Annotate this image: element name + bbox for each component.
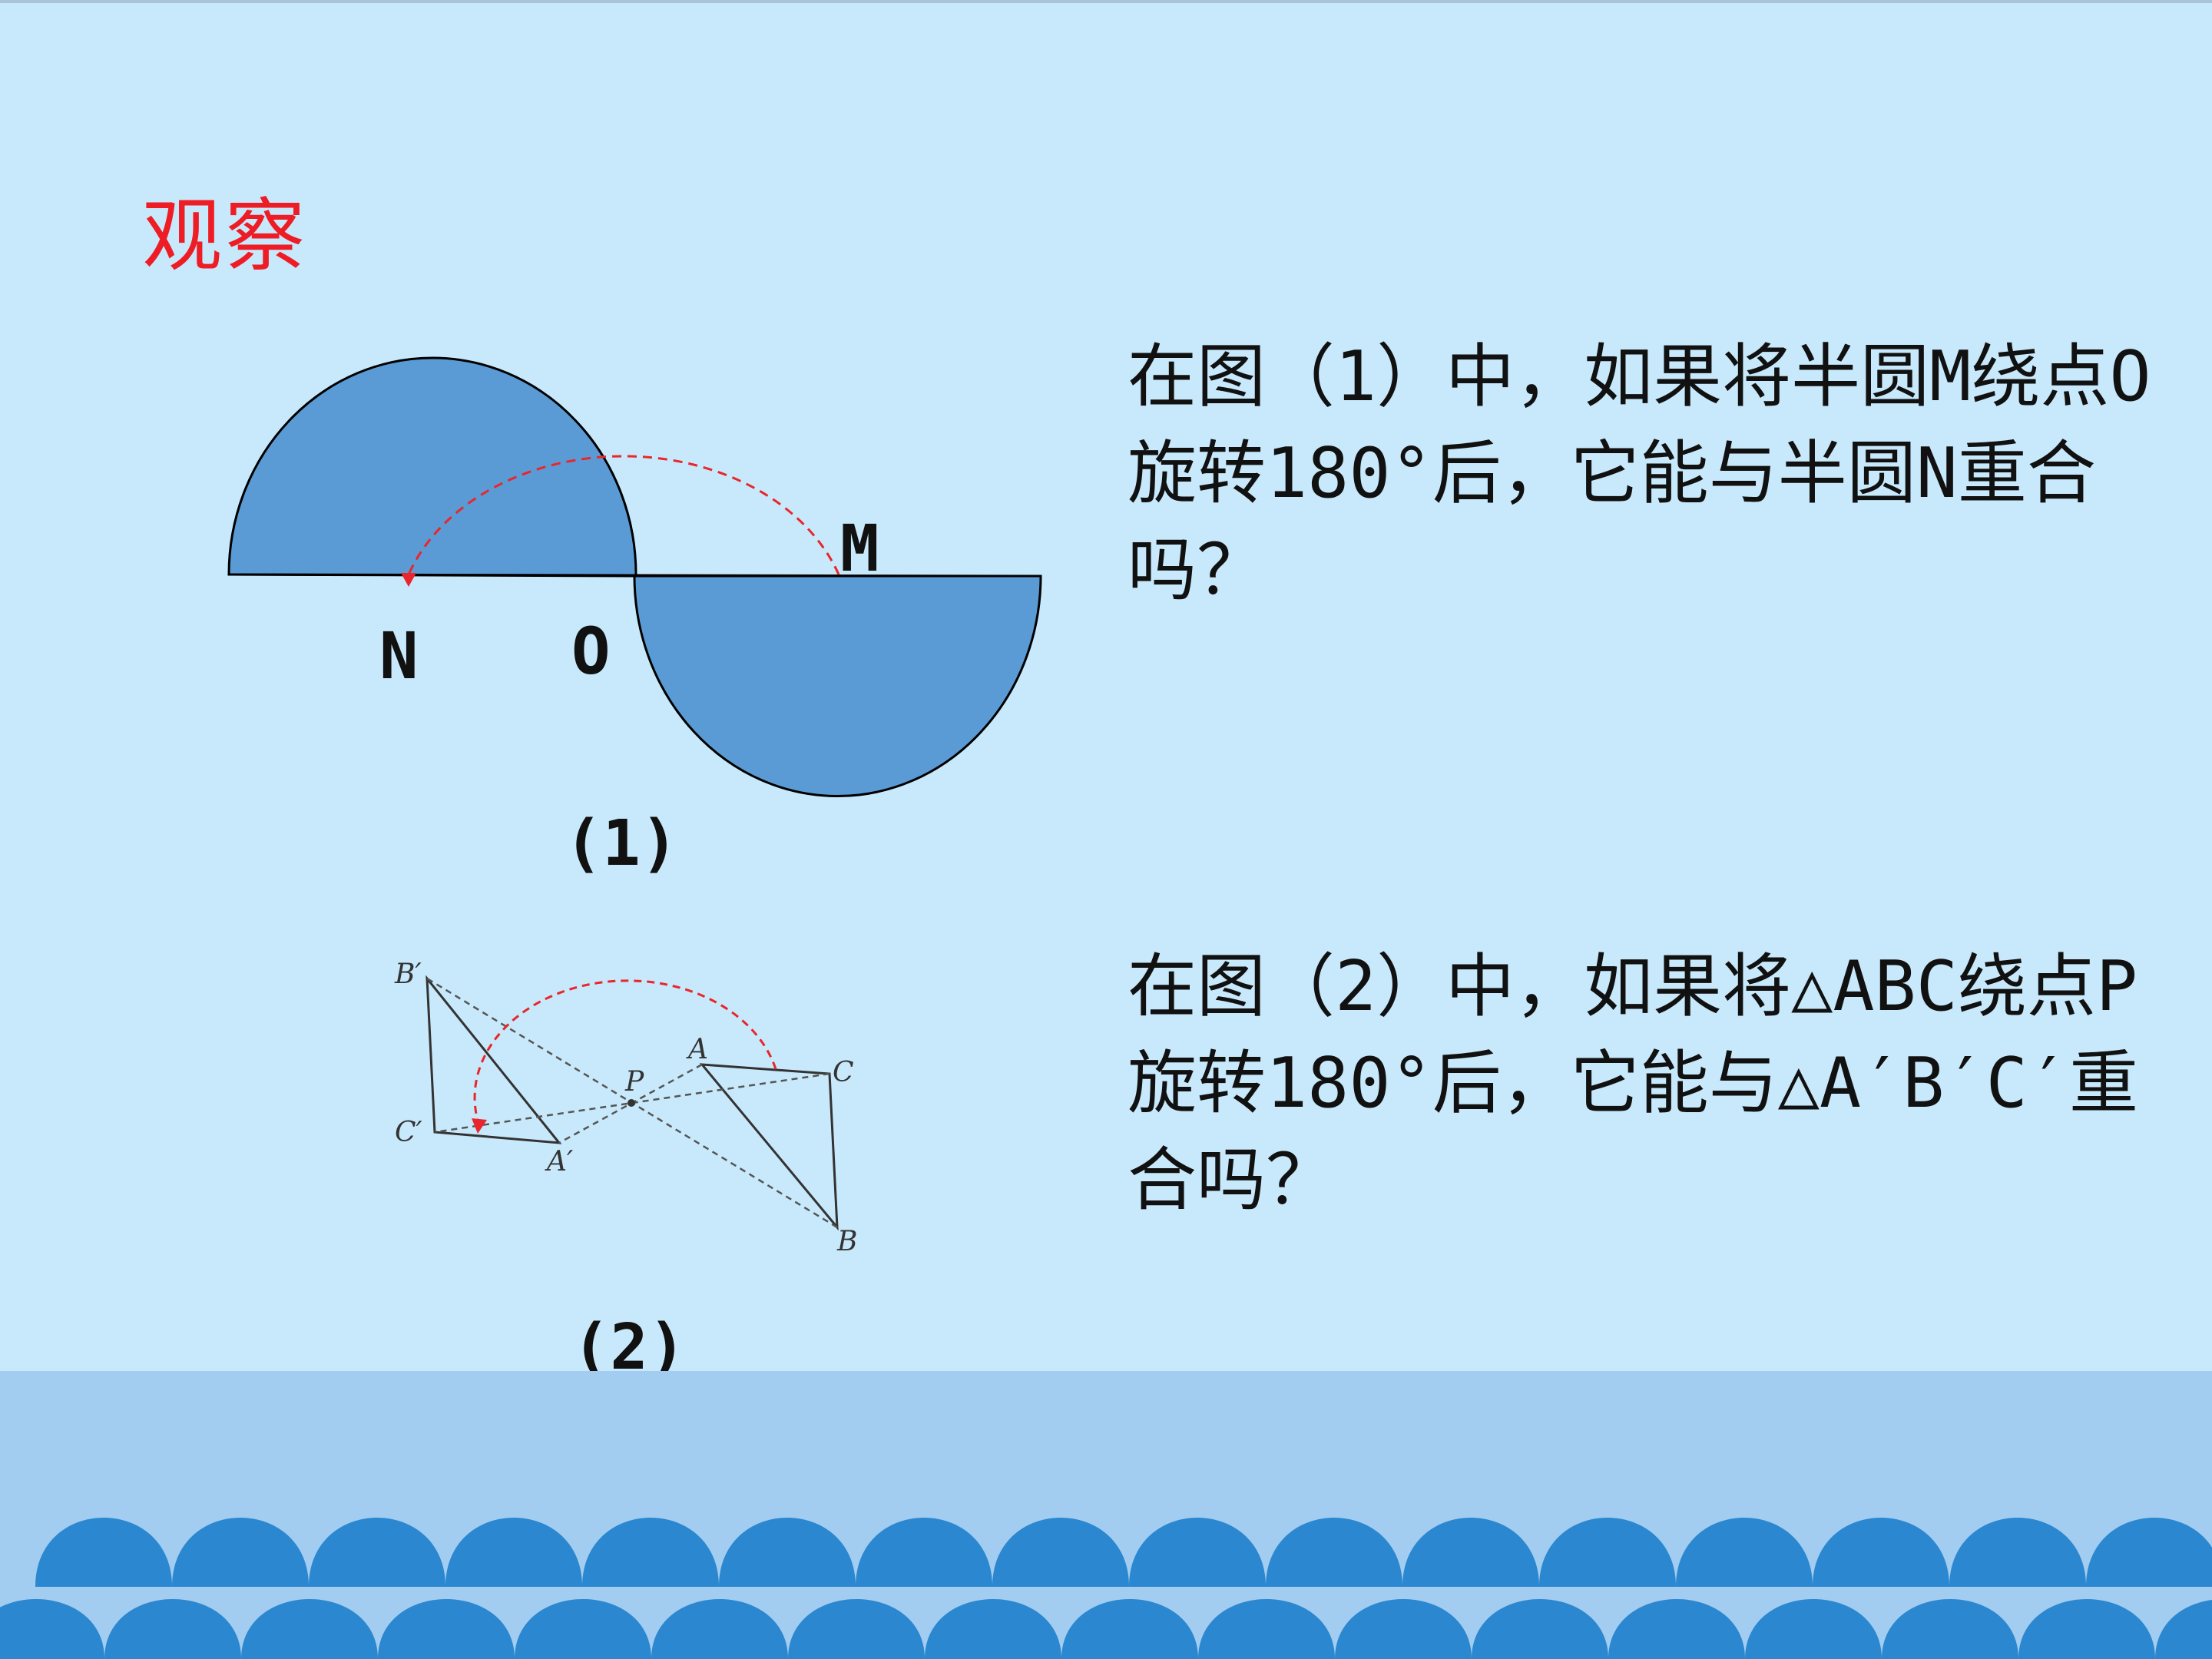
point-label-b-prime: B′ xyxy=(394,959,422,990)
arrow-tip-1 xyxy=(401,573,416,587)
wave-dome xyxy=(1198,1599,1335,1659)
semicircle-m xyxy=(633,575,1042,798)
wave-dome xyxy=(2086,1518,2212,1587)
wave-dome xyxy=(309,1518,445,1587)
wave-dome xyxy=(1813,1518,1949,1587)
label-o: O xyxy=(571,614,611,689)
wave-dome xyxy=(925,1599,1061,1659)
question-1-text: 在图（1）中，如果将半圆M绕点O旋转180°后，它能与半圆N重合吗？ xyxy=(1128,336,2151,611)
wave-dome xyxy=(1129,1518,1266,1587)
arrow-tip-2 xyxy=(472,1118,487,1134)
point-label-p: P xyxy=(624,1066,644,1098)
wave-dome xyxy=(1608,1599,1745,1659)
wave-dome xyxy=(445,1518,582,1587)
wave-dome xyxy=(788,1599,925,1659)
wave-dome xyxy=(1402,1518,1539,1587)
wave-dome xyxy=(172,1518,309,1587)
rotation-arrow-2 xyxy=(473,979,777,1127)
label-m: M xyxy=(840,511,879,586)
wave-dome xyxy=(1266,1518,1402,1587)
wave-row-upper xyxy=(35,1518,2212,1587)
triangle-a-b-c xyxy=(699,1063,839,1231)
wave-dome xyxy=(1335,1599,1472,1659)
point-label-c-prime: C′ xyxy=(395,1117,422,1148)
segment-a-a-prime xyxy=(558,1063,703,1144)
wave-dome xyxy=(1472,1599,1608,1659)
wave-dome xyxy=(241,1599,378,1659)
wave-dome xyxy=(1539,1518,1676,1587)
wave-dome xyxy=(2018,1599,2155,1659)
wave-dome xyxy=(1676,1518,1813,1587)
slide-title: 观察 xyxy=(142,189,309,283)
wave-dome xyxy=(992,1518,1129,1587)
wave-dome xyxy=(1745,1599,1882,1659)
wave-dome xyxy=(582,1518,719,1587)
wave-dome xyxy=(719,1518,856,1587)
semicircle-n xyxy=(227,356,637,578)
wave-dome xyxy=(856,1518,992,1587)
wave-dome xyxy=(1882,1599,2018,1659)
wave-dome xyxy=(104,1599,241,1659)
wave-dome xyxy=(651,1599,788,1659)
question-2-text: 在图（2）中，如果将△ABC绕点P旋转180°后，它能与△A′B′C′重合吗？ xyxy=(1128,946,2139,1220)
point-label-c: C xyxy=(833,1057,854,1088)
center-point-p xyxy=(628,1099,635,1107)
wave-dome xyxy=(1061,1599,1198,1659)
wave-dome xyxy=(35,1518,172,1587)
wave-dome xyxy=(1949,1518,2086,1587)
label-n: N xyxy=(379,618,419,694)
wave-row-lower xyxy=(0,1599,2212,1659)
figure-2-caption: (2) xyxy=(572,1311,687,1384)
point-label-a: A xyxy=(686,1034,708,1065)
point-label-b: B xyxy=(836,1226,857,1257)
figure-1-caption: (1) xyxy=(565,807,679,880)
top-border xyxy=(0,0,2212,3)
triangle-a-prime-b-prime-c-prime xyxy=(426,975,562,1144)
wave-dome xyxy=(0,1599,104,1659)
wave-dome xyxy=(378,1599,515,1659)
point-label-a-prime: A′ xyxy=(545,1146,573,1177)
wave-dome xyxy=(515,1599,651,1659)
wave-dome xyxy=(2155,1600,2212,1659)
diameter-line xyxy=(228,573,1041,578)
